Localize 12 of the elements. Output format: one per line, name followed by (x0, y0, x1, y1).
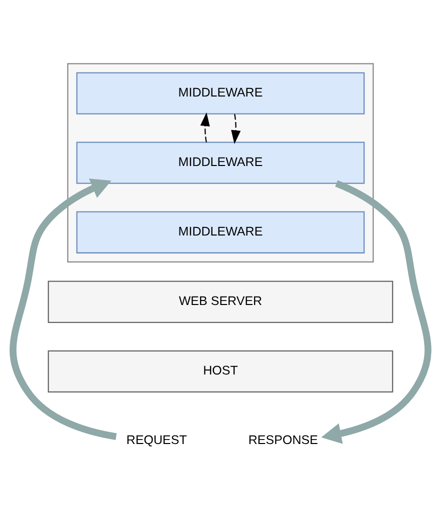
node-box: MIDDLEWARE (76, 210, 365, 253)
node-box: WEB SERVER (48, 280, 394, 322)
node-box: MIDDLEWARE (76, 141, 365, 184)
node-text: RESPONSE (248, 432, 318, 447)
arrow (321, 180, 432, 444)
arrow (231, 113, 241, 144)
node-text: REQUEST (126, 432, 187, 447)
node-box: HOST (48, 350, 394, 392)
cluster (67, 62, 374, 262)
arrow (10, 178, 117, 440)
node-box: MIDDLEWARE (76, 72, 365, 114)
arrow (200, 112, 210, 142)
